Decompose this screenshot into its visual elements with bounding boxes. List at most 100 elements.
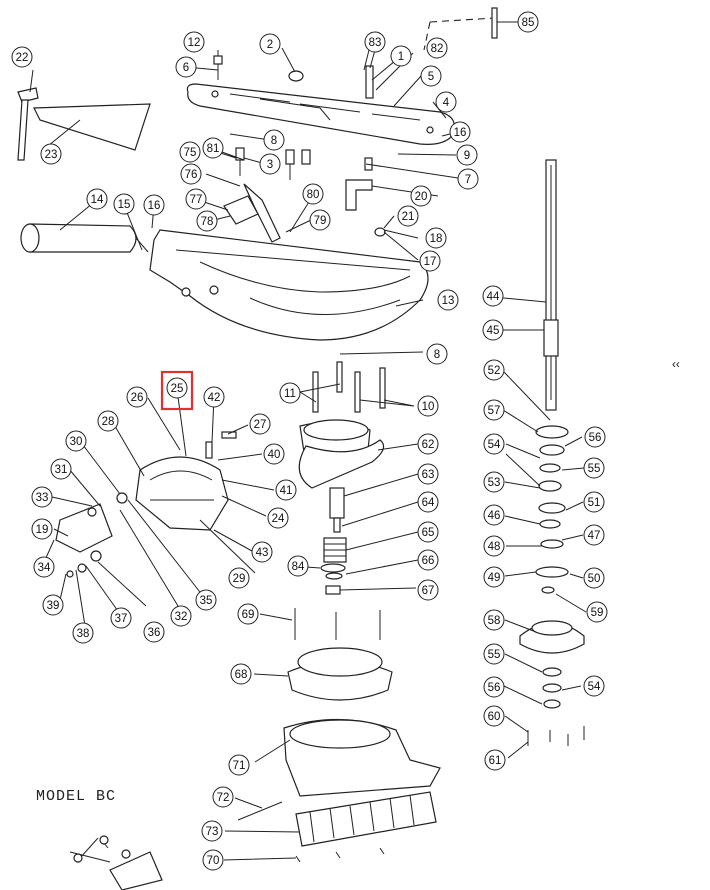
callout-66: 66 [417, 549, 439, 571]
callout-circle [417, 549, 439, 571]
callout-number: 33 [36, 492, 49, 504]
housing-contours [175, 249, 411, 315]
callout-3: 3 [259, 153, 281, 175]
callout-circle [263, 443, 285, 465]
callout-circle [584, 426, 606, 448]
callout-85: 85 [517, 11, 539, 33]
callout-circle [170, 605, 192, 627]
pin-59 [541, 586, 555, 594]
wear-ring-top [297, 647, 383, 677]
bolt-10a [354, 371, 361, 413]
callout-number: 48 [488, 541, 501, 553]
callout-circle [483, 504, 505, 526]
leader-lines [29, 21, 587, 861]
callout-number: 13 [442, 295, 455, 307]
callout-circle [425, 227, 447, 249]
sleeve-63 [329, 487, 345, 519]
callout-number: 85 [522, 17, 535, 29]
callout-14: 14 [86, 188, 108, 210]
fasteners-70 [295, 847, 385, 863]
callout-number: 52 [488, 365, 501, 377]
callout-77: 77 [185, 188, 207, 210]
callout-circle [50, 458, 72, 480]
washer-37 [77, 563, 87, 573]
callout-number: 9 [464, 150, 470, 162]
fitting-20 [345, 179, 373, 211]
callout-number: 31 [55, 464, 68, 476]
callout-circle [287, 555, 309, 577]
callout-number: 55 [488, 649, 501, 661]
callout-number: 80 [307, 189, 320, 201]
screws-60-61 [527, 726, 585, 746]
washer-55 [539, 463, 561, 473]
callout-number: 57 [488, 405, 501, 417]
callout-circle [110, 607, 132, 629]
callout-number: 77 [190, 194, 203, 206]
pin-72 [237, 801, 283, 821]
callout-56: 56 [584, 426, 606, 448]
nut-67 [325, 585, 341, 595]
callout-circle [457, 168, 479, 190]
handle-grip-23 [33, 103, 151, 151]
callout-circle [482, 319, 504, 341]
seal-57 [535, 425, 569, 439]
callout-number: 60 [488, 711, 501, 723]
callout-circle [586, 601, 608, 623]
callout-10: 10 [417, 395, 439, 417]
callout-circle [202, 137, 224, 159]
callout-82: 82 [426, 37, 448, 59]
callout-number: 30 [70, 436, 83, 448]
pin-85 [491, 7, 498, 39]
callout-circle [410, 185, 432, 207]
callout-number: 56 [589, 432, 602, 444]
callout-36: 36 [143, 621, 165, 643]
callout-circle [42, 594, 64, 616]
callout-70: 70 [202, 849, 224, 871]
callout-number: 75 [184, 147, 197, 159]
callout-43: 43 [251, 541, 273, 563]
callout-circle [426, 37, 448, 59]
callout-58: 58 [483, 609, 505, 631]
callout-number: 73 [206, 826, 219, 838]
callout-circle [417, 491, 439, 513]
callout-number: 40 [268, 449, 281, 461]
callout-circle [483, 359, 505, 381]
callout-53: 53 [483, 471, 505, 493]
callout-number: 26 [131, 392, 144, 404]
callout-circle [437, 289, 459, 311]
callout-circle [417, 463, 439, 485]
callout-13: 13 [437, 289, 459, 311]
handle-rod-22 [17, 99, 29, 161]
callout-number: 12 [188, 37, 201, 49]
callout-84: 84 [287, 555, 309, 577]
callout-47: 47 [583, 524, 605, 546]
callout-circle [97, 410, 119, 432]
callout-number: 7 [465, 174, 471, 186]
callout-65: 65 [417, 521, 439, 543]
callout-circle [113, 193, 135, 215]
callout-number: 34 [38, 562, 51, 574]
plate-hole [426, 126, 434, 134]
callout-number: 28 [102, 416, 115, 428]
callout-number: 82 [431, 43, 444, 55]
washer-46 [539, 519, 561, 529]
callout-number: 68 [235, 669, 248, 681]
callout-circle [185, 188, 207, 210]
callout-number: 46 [488, 510, 501, 522]
callout-number: 37 [115, 613, 128, 625]
callout-number: 43 [256, 547, 269, 559]
callout-number: 14 [91, 194, 104, 206]
impeller-rim [303, 419, 369, 441]
callout-circle [390, 45, 412, 67]
callout-number: 56 [488, 682, 501, 694]
callout-number: 29 [233, 573, 246, 585]
callout-37: 37 [110, 607, 132, 629]
top-cover-plate-4 [186, 83, 455, 145]
callout-circle [237, 603, 259, 625]
housing-mount [209, 285, 219, 295]
callout-number: 6 [183, 62, 189, 74]
callout-circle [483, 643, 505, 665]
callout-circle [31, 518, 53, 540]
callout-circle [483, 399, 505, 421]
